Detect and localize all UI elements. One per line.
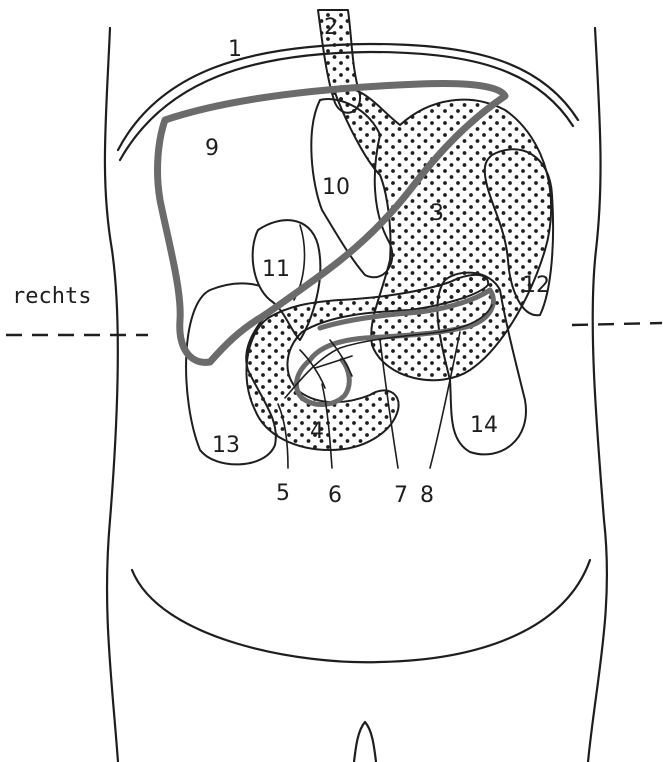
label-10: 10 xyxy=(322,175,350,200)
label-7: 7 xyxy=(394,483,408,508)
torso-left-contour xyxy=(105,28,118,762)
groin-mark xyxy=(354,722,376,762)
label-5: 5 xyxy=(276,481,290,506)
label-1: 1 xyxy=(228,37,242,62)
label-2: 2 xyxy=(324,15,338,40)
label-6: 6 xyxy=(328,483,342,508)
label-11: 11 xyxy=(262,257,290,282)
label-9: 9 xyxy=(205,136,219,161)
label-13: 13 xyxy=(212,433,240,458)
label-12: 12 xyxy=(522,273,550,298)
torso-right-contour xyxy=(588,28,607,762)
label-3: 3 xyxy=(430,201,444,226)
reference-line-right xyxy=(572,323,662,325)
label-4: 4 xyxy=(310,419,324,444)
label-8: 8 xyxy=(420,483,434,508)
lower-abdomen-contour xyxy=(132,560,590,662)
label-14: 14 xyxy=(470,413,498,438)
side-label-rechts: rechts xyxy=(12,284,91,309)
